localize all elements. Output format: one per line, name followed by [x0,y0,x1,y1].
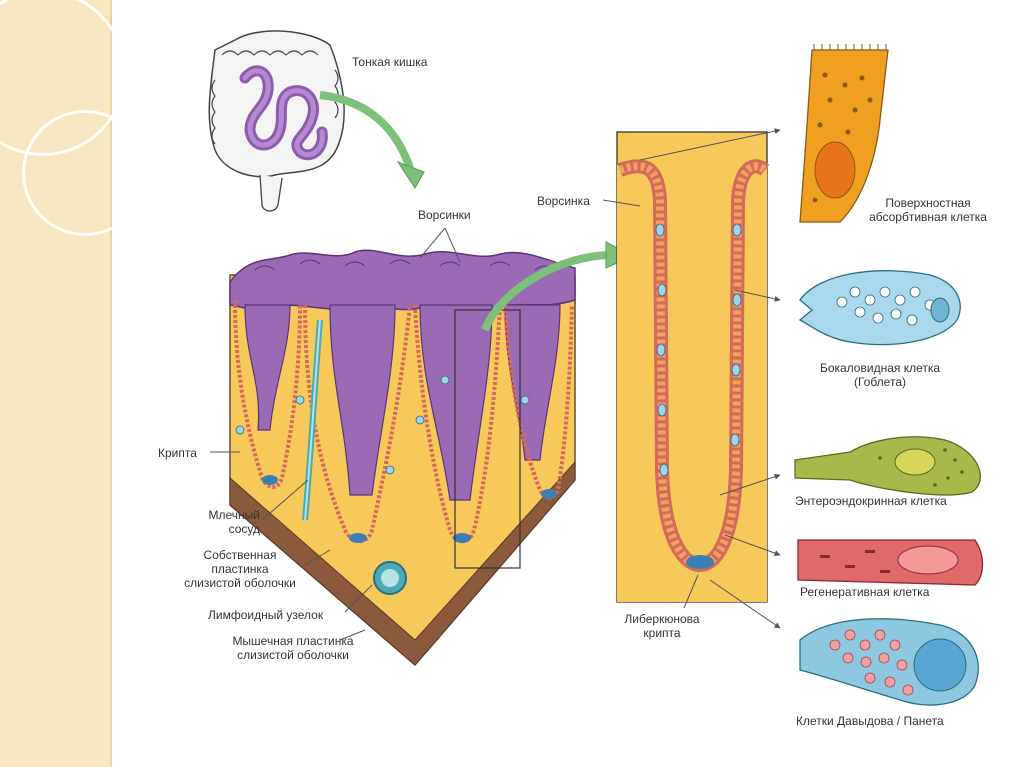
side-band-edge [110,0,112,767]
regenerative-cell [797,539,984,586]
paneth-cell [799,618,979,706]
label-lacteal: Млечный сосуд [170,508,260,536]
label-lieberkuhn-line1: Либеркюнова [624,612,700,626]
label-muscularis-mucosae: Мышечная пластинка слизистой оболочки [218,634,368,662]
label-absorptive-cell: Поверхностная абсорбтивная клетка [848,196,1008,224]
label-regenerative-cell: Регенеративная клетка [800,585,930,599]
label-lymphoid-nodule: Лимфоидный узелок [208,608,324,622]
label-villi: Ворсинки [418,208,471,222]
label-goblet-cell: Бокаловидная клетка (Гоблета) [795,361,965,389]
label-lacteal-line1: Млечный [208,508,260,522]
decorative-ring-small [22,110,148,236]
label-lamina-propria: Собственная пластинка слизистой оболочки [170,548,310,590]
green-arrow-1 [319,91,414,170]
label-lacteal-line2: сосуд [228,522,260,536]
label-crypt: Крипта [158,446,197,460]
label-lamina-propria-line2: пластинка [211,562,269,576]
crypt-enlargement [616,131,770,603]
absorptive-cell [799,44,889,223]
green-arrow-2 [481,251,613,332]
label-lamina-propria-line3: слизистой оболочки [184,576,296,590]
enteroendocrine-cell [794,436,981,496]
goblet-cell [798,270,961,346]
leader-arrows [639,128,781,629]
label-enteroendocrine-cell: Энтероэндокринная клетка [795,494,947,508]
label-lieberkuhn-crypt: Либеркюнова крипта [612,612,712,640]
label-absorptive-line2: абсорбтивная клетка [869,210,987,224]
label-muscularis-line1: Мышечная пластинка [232,634,354,648]
intestinal-wall-block [229,249,576,667]
label-lieberkuhn-line2: крипта [643,626,681,640]
label-absorptive-line1: Поверхностная [885,196,971,210]
label-villus: Ворсинка [537,194,590,208]
label-goblet-line2: (Гоблета) [853,375,906,389]
label-lamina-propria-line1: Собственная [203,548,277,562]
label-goblet-line1: Бокаловидная клетка [819,361,941,375]
label-paneth-cell: Клетки Давыдова / Панета [796,714,944,728]
leader-lines [210,199,699,641]
label-muscularis-line2: слизистой оболочки [237,648,349,662]
label-small-intestine: Тонкая кишка [352,55,428,69]
small-intestine-drawing [208,30,345,212]
